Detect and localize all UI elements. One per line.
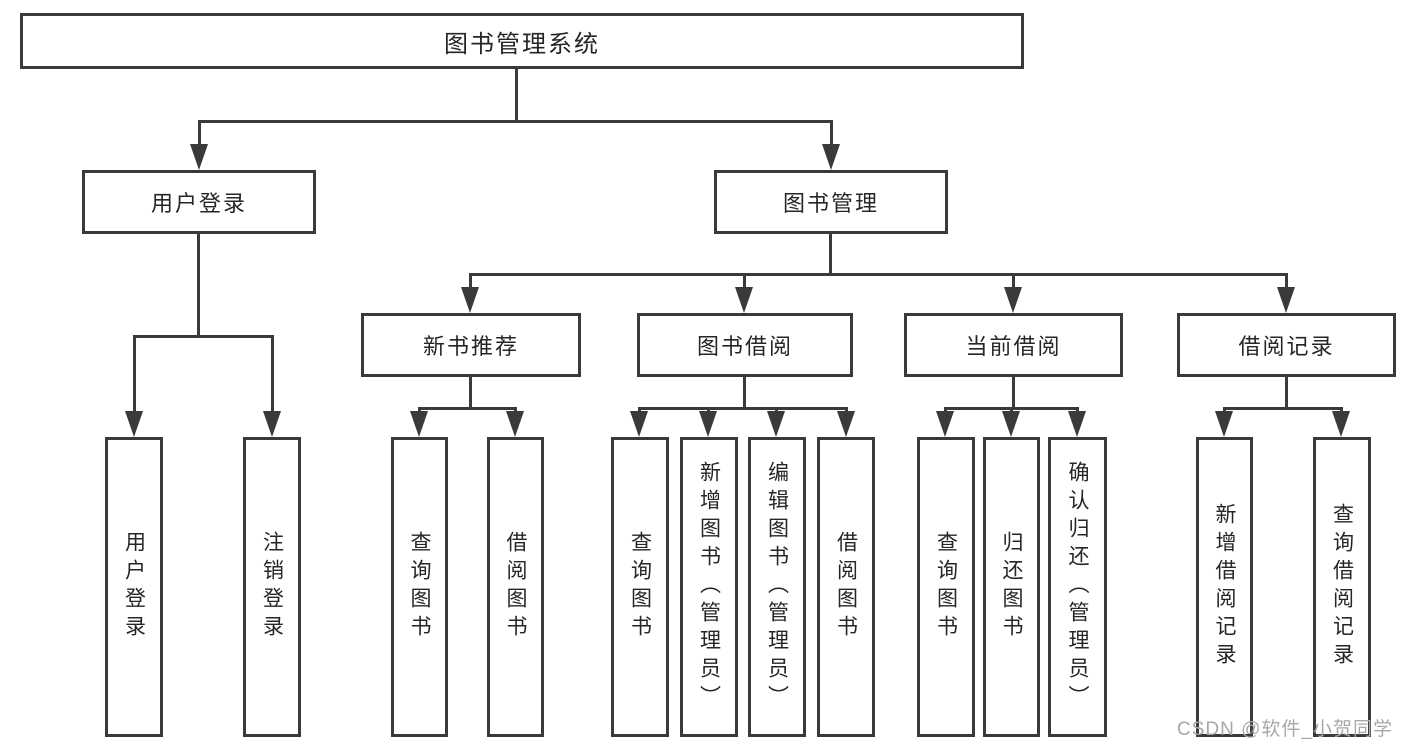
connector-current-borrowing-stem: [1012, 377, 1015, 407]
connector-borrowing-records-stem: [1285, 377, 1288, 407]
connector-to-book-borrowing: [743, 273, 746, 290]
connector-book-management-bar: [470, 273, 1288, 276]
connector-book-borrowing-bar: [638, 407, 848, 410]
node-br-add-record: 新增借阅记录: [1196, 437, 1253, 737]
arrowhead-br-add: [1215, 411, 1233, 437]
node-current-borrowing: 当前借阅: [904, 313, 1123, 377]
node-bb-add-books-admin: 新增图书（管理员）: [680, 437, 738, 737]
arrowhead-new-book: [461, 287, 479, 313]
connector-new-book-stem: [469, 377, 472, 407]
node-borrowing-records: 借阅记录: [1177, 313, 1396, 377]
arrowhead-bb-query: [630, 411, 648, 437]
arrowhead-br-query: [1332, 411, 1350, 437]
connector-new-book-bar: [418, 407, 517, 410]
node-new-book-recommend: 新书推荐: [361, 313, 581, 377]
arrowhead-rec-borrow: [506, 411, 524, 437]
arrowhead-borrowing-records: [1277, 287, 1295, 313]
node-bb-edit-books-admin: 编辑图书（管理员）: [748, 437, 806, 737]
node-leaf-logout-label: 注销登录: [260, 531, 284, 643]
arrowhead-cb-query: [936, 411, 954, 437]
arrowhead-bb-borrow: [837, 411, 855, 437]
node-bb-add-books-admin-label: 新增图书（管理员）: [697, 461, 721, 713]
node-book-borrowing: 图书借阅: [637, 313, 853, 377]
connector-to-leaf-user-login: [133, 335, 136, 415]
connector-book-borrowing-stem: [743, 377, 746, 407]
node-cb-return-books-label: 归还图书: [1000, 531, 1023, 643]
node-rec-borrow-books-label: 借阅图书: [504, 531, 527, 643]
arrowhead-cb-return: [1002, 411, 1020, 437]
arrowhead-book-management: [822, 144, 840, 170]
node-cb-query-books-label: 查询图书: [934, 531, 958, 643]
connector-to-book-management: [830, 120, 833, 148]
node-bb-query-books: 查询图书: [611, 437, 669, 737]
node-bb-borrow-books-label: 借阅图书: [834, 531, 858, 643]
arrowhead-rec-query: [410, 411, 428, 437]
node-book-management: 图书管理: [714, 170, 948, 234]
node-rec-borrow-books: 借阅图书: [487, 437, 544, 737]
arrowhead-bb-add: [699, 411, 717, 437]
node-book-borrowing-label: 图书借阅: [696, 334, 793, 359]
connector-to-current-borrowing: [1012, 273, 1015, 290]
arrowhead-book-borrowing: [735, 287, 753, 313]
node-current-borrowing-label: 当前借阅: [965, 334, 1062, 359]
connector-to-leaf-logout: [271, 335, 274, 415]
node-cb-return-books: 归还图书: [983, 437, 1040, 737]
connector-borrowing-records-bar: [1223, 407, 1343, 410]
node-rec-query-books-label: 查询图书: [408, 531, 431, 643]
connector-to-user-login: [198, 120, 201, 148]
node-bb-borrow-books: 借阅图书: [817, 437, 875, 737]
node-leaf-user-login: 用户登录: [105, 437, 163, 737]
node-root-label: 图书管理系统: [444, 30, 600, 58]
node-cb-confirm-return-admin-label: 确认归还（管理员）: [1066, 461, 1089, 713]
node-root: 图书管理系统: [20, 13, 1024, 69]
connector-user-login-stem: [197, 234, 200, 335]
node-borrowing-records-label: 借阅记录: [1238, 334, 1335, 359]
node-user-login-label: 用户登录: [150, 191, 247, 216]
arrowhead-user-login: [190, 144, 208, 170]
arrowhead-leaf-user-login: [125, 411, 143, 437]
node-new-book-recommend-label: 新书推荐: [422, 334, 519, 359]
node-bb-edit-books-admin-label: 编辑图书（管理员）: [765, 461, 789, 713]
connector-book-management-stem: [829, 234, 832, 273]
node-bb-query-books-label: 查询图书: [628, 531, 652, 643]
node-br-query-record: 查询借阅记录: [1313, 437, 1371, 737]
node-rec-query-books: 查询图书: [391, 437, 448, 737]
node-leaf-user-login-label: 用户登录: [122, 531, 146, 643]
connector-root-bar: [198, 120, 833, 123]
node-br-add-record-label: 新增借阅记录: [1213, 503, 1236, 671]
arrowhead-cb-confirm: [1068, 411, 1086, 437]
connector-root-stem: [515, 69, 518, 120]
node-user-login: 用户登录: [82, 170, 316, 234]
node-br-query-record-label: 查询借阅记录: [1330, 503, 1354, 671]
connector-to-borrowing-records: [1285, 273, 1288, 290]
arrowhead-bb-edit: [767, 411, 785, 437]
node-cb-query-books: 查询图书: [917, 437, 975, 737]
node-leaf-logout: 注销登录: [243, 437, 301, 737]
arrowhead-current-borrowing: [1004, 287, 1022, 313]
node-cb-confirm-return-admin: 确认归还（管理员）: [1048, 437, 1107, 737]
node-book-management-label: 图书管理: [782, 191, 879, 216]
csdn-watermark: CSDN @软件_小贺同学: [1177, 719, 1393, 740]
arrowhead-leaf-logout: [263, 411, 281, 437]
connector-user-login-bar: [133, 335, 274, 338]
connector-to-new-book: [469, 273, 472, 290]
